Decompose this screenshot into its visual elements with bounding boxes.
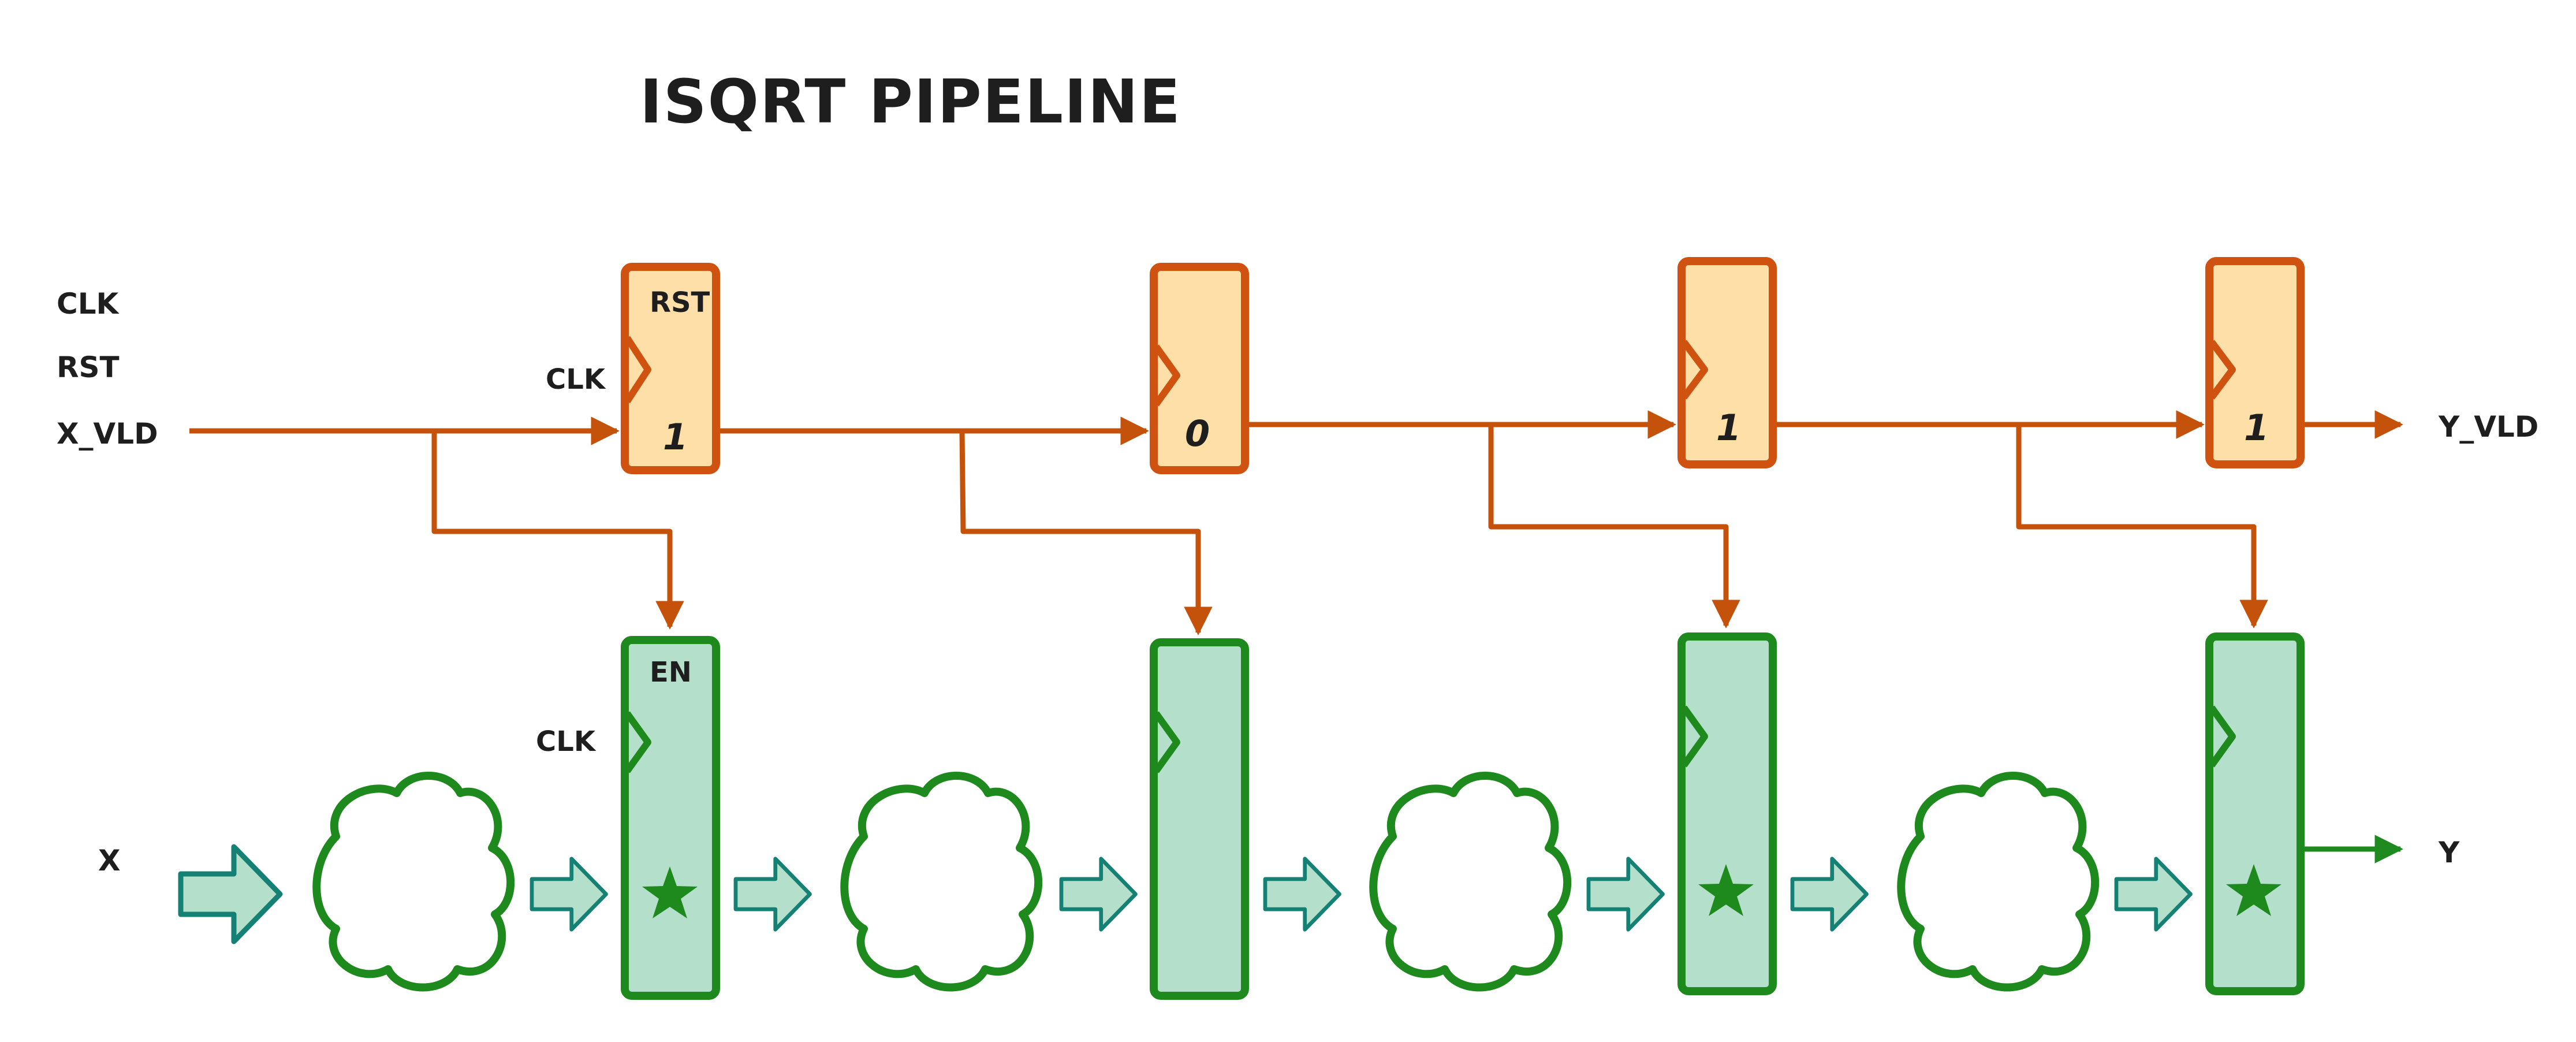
clock-edge-icon — [1681, 340, 1708, 400]
block-arrow-icon — [532, 859, 606, 930]
valid-register-2[interactable]: 0 — [1150, 263, 1249, 474]
valid-register-2-value: 0 — [1185, 412, 1210, 455]
data-register-1-clk-label: CLK — [536, 725, 597, 758]
data-register-4[interactable] — [2205, 632, 2305, 995]
clock-edge-icon — [1153, 344, 1180, 407]
data-register-1-top-label: EN — [650, 656, 692, 689]
star-icon — [2226, 864, 2282, 916]
cloud-logic-icon — [1373, 776, 1567, 988]
block-arrow-icon — [181, 847, 280, 941]
data-register-3[interactable] — [1677, 632, 1777, 995]
block-arrow-icon — [1061, 859, 1136, 930]
valid-register-3-body — [1677, 257, 1777, 468]
block-arrow-icon — [1792, 859, 1867, 930]
data-register-1[interactable]: EN — [621, 636, 720, 1000]
data-register-4-body — [2205, 632, 2305, 995]
y-output-label: Y — [2438, 836, 2460, 869]
enable-tap-stage1 — [431, 431, 684, 630]
cloud-logic-icon — [844, 776, 1038, 988]
valid-register-1-value: 1 — [663, 416, 688, 458]
x-input-label: X — [98, 844, 121, 877]
enable-tap-stage2 — [959, 430, 1213, 635]
clock-edge-icon — [2209, 705, 2236, 768]
clock-edge-icon — [1681, 705, 1708, 768]
x-vld-input-label: X_VLD — [57, 417, 158, 451]
clock-edge-icon — [2209, 340, 2236, 400]
valid-register-1[interactable]: RST 1 — [621, 263, 720, 474]
valid-register-3-value: 1 — [1716, 407, 1741, 449]
cloud-logic-icon — [316, 776, 510, 988]
y-vld-output-label: Y_VLD — [2438, 410, 2538, 444]
valid-register-3[interactable]: 1 — [1677, 257, 1777, 468]
enable-tap-stage4 — [2016, 425, 2268, 628]
block-arrow-icon — [1589, 859, 1663, 930]
block-arrow-icon — [736, 859, 810, 930]
star-icon — [642, 866, 698, 918]
data-register-2[interactable] — [1150, 638, 1249, 1000]
valid-chain-wires — [189, 410, 2403, 445]
block-arrow-icon — [1265, 859, 1340, 930]
rst-input-label: RST — [57, 351, 120, 384]
valid-register-4[interactable]: 1 — [2205, 257, 2305, 468]
clock-edge-icon — [624, 711, 651, 773]
enable-tap-stage3 — [1488, 425, 1740, 628]
valid-register-1-top-label: RST — [650, 286, 710, 319]
valid-register-4-body — [2205, 257, 2305, 468]
data-register-2-body — [1150, 638, 1249, 1000]
valid-register-1-clk-label: CLK — [546, 363, 606, 396]
clock-edge-icon — [1153, 711, 1180, 773]
valid-register-1-body — [621, 263, 720, 474]
star-icon — [1698, 864, 1754, 916]
valid-register-2-body — [1150, 263, 1249, 474]
clock-edge-icon — [624, 336, 651, 404]
cloud-logic-icon — [1901, 776, 2095, 988]
data-register-1-body — [621, 636, 720, 1000]
clk-input-label: CLK — [57, 287, 120, 321]
data-register-3-body — [1677, 632, 1777, 995]
valid-register-4-value: 1 — [2244, 407, 2269, 449]
enable-taps — [431, 425, 2268, 635]
page-title: ISQRT PIPELINE — [640, 66, 1181, 137]
block-arrow-icon — [2116, 859, 2191, 930]
